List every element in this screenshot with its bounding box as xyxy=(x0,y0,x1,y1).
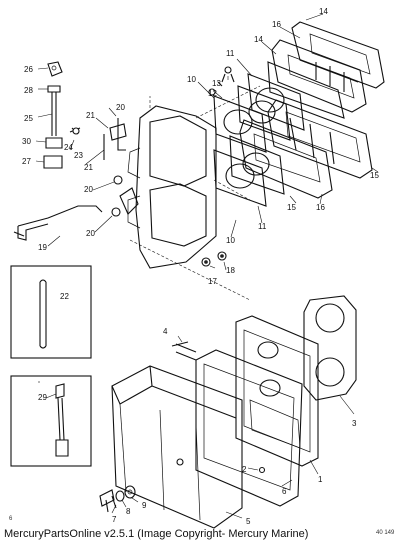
callout-24: 24 xyxy=(64,143,73,152)
callout-5: 5 xyxy=(246,517,251,526)
callout-20: 20 xyxy=(86,229,95,238)
callout-25: 25 xyxy=(24,114,33,123)
callout-20: 20 xyxy=(116,103,125,112)
callout-11: 11 xyxy=(258,222,267,231)
callout-14: 14 xyxy=(254,35,263,44)
callout-11: 11 xyxy=(226,49,235,58)
callout-10: 10 xyxy=(226,236,235,245)
callout-9: 9 xyxy=(142,501,147,510)
callout-27: 27 xyxy=(22,157,31,166)
carburetor-body xyxy=(127,85,261,301)
callout-21: 21 xyxy=(84,163,93,172)
part-29-box xyxy=(10,375,92,467)
callout-30: 30 xyxy=(22,137,31,146)
callout-17: 17 xyxy=(208,277,217,286)
copyright-footer: MercuryPartsOnline v2.5.1 (Image Copyrig… xyxy=(4,528,309,540)
callout-3: 3 xyxy=(352,419,357,428)
callout-14: 14 xyxy=(319,7,328,16)
callout-16: 16 xyxy=(316,203,325,212)
callout-8: 8 xyxy=(126,507,131,516)
callout-10: 10 xyxy=(187,75,196,84)
callout-13: 13 xyxy=(212,79,221,88)
callout-23: 23 xyxy=(74,151,83,160)
reed-block-assembly xyxy=(208,21,385,207)
callout-15: 15 xyxy=(370,171,379,180)
callout-21: 21 xyxy=(86,111,95,120)
leader-lines xyxy=(35,13,379,519)
callout-18: 18 xyxy=(226,266,235,275)
callout-6: 6 xyxy=(282,487,287,496)
callout-12: 12 xyxy=(208,89,217,98)
callout-26: 26 xyxy=(24,65,33,74)
callout-19: 19 xyxy=(38,243,47,252)
corner-mark: 6 xyxy=(9,516,13,522)
callout-28: 28 xyxy=(24,86,33,95)
callout-labels: 14 16 14 11 10 13 12 15 16 15 11 10 18 1… xyxy=(22,7,379,526)
callout-16: 16 xyxy=(272,20,281,29)
callout-20: 20 xyxy=(84,185,93,194)
callout-1: 1 xyxy=(318,475,323,484)
callout-7: 7 xyxy=(112,515,117,524)
diagram-code: 40 149 xyxy=(376,530,395,536)
part-22-box xyxy=(10,265,92,359)
carb-hardware xyxy=(69,118,227,267)
cover-assembly xyxy=(99,295,357,529)
linkage-parts xyxy=(13,61,103,241)
callout-29: 29 xyxy=(38,393,47,402)
callout-2: 2 xyxy=(242,465,247,474)
callout-22: 22 xyxy=(60,292,69,301)
callout-15: 15 xyxy=(287,203,296,212)
callout-4: 4 xyxy=(163,327,168,336)
